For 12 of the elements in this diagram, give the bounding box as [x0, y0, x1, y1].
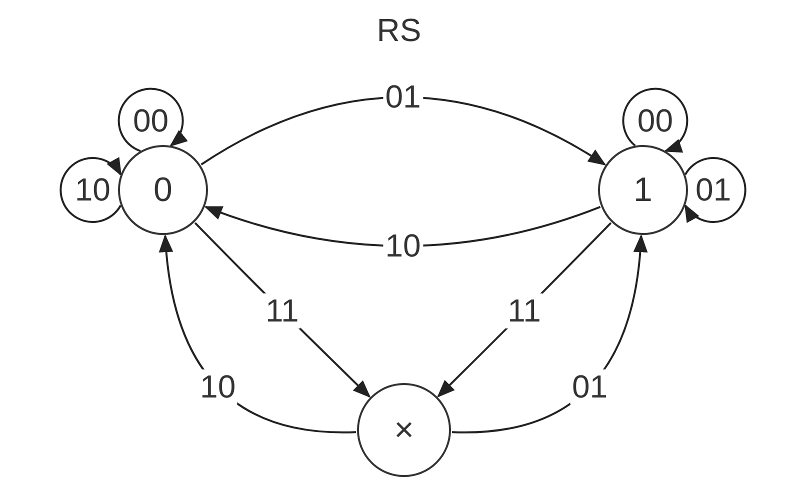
self-loop-arrow — [60, 157, 122, 223]
state-circle: 1 — [598, 145, 688, 235]
edge-label: 11 — [264, 293, 301, 328]
self-loop-arrow — [684, 157, 746, 223]
state-circle: 0 — [118, 145, 208, 235]
self-loop-arrow — [622, 88, 688, 152]
state-circle: × — [357, 383, 451, 477]
self-loop-arrow — [118, 88, 188, 152]
diagram-title: RS — [376, 12, 422, 49]
edge-label: 11 — [506, 293, 543, 328]
arrow — [204, 206, 601, 247]
arrow — [200, 96, 606, 166]
